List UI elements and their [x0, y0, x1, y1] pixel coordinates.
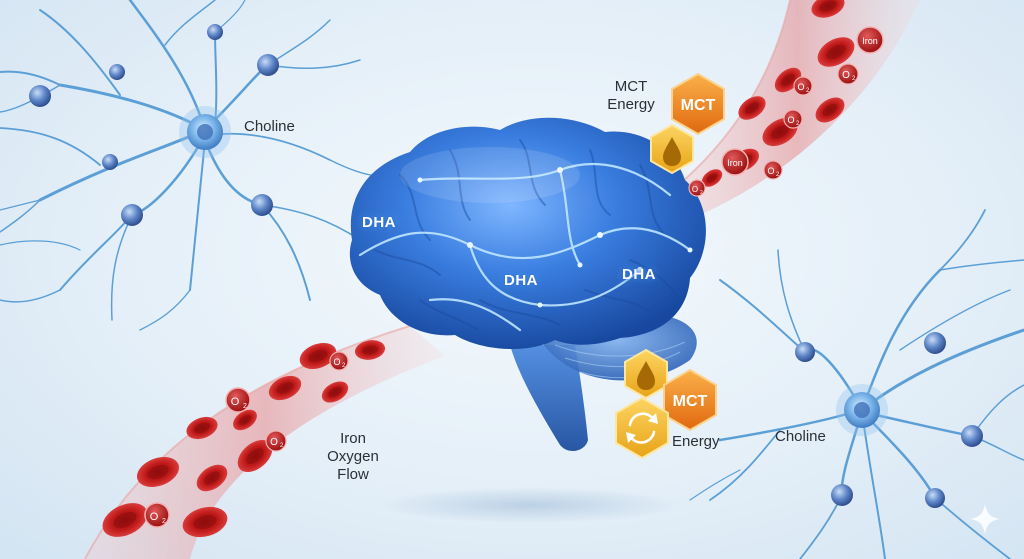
energy-label: Energy — [672, 433, 720, 450]
iron-molecule: Iron — [856, 26, 884, 54]
svg-text:O: O — [842, 70, 850, 81]
iron-flow-label-line1: Iron — [340, 430, 366, 447]
cycle-arrows-icon — [615, 396, 669, 460]
mct-energy-label-line2: Energy — [607, 96, 655, 113]
dha-label-center: DHA — [504, 272, 538, 289]
neuron-soma — [179, 106, 231, 158]
svg-text:2: 2 — [162, 518, 166, 525]
svg-text:2: 2 — [243, 403, 247, 410]
mct-badge-bottom: MCT — [663, 368, 717, 432]
oxygen-molecule: O 2 — [837, 63, 859, 85]
oxygen-molecule: O 2 — [225, 387, 251, 413]
oil-drop-icon — [624, 348, 668, 400]
oxygen-molecule: O 2 — [793, 76, 813, 96]
svg-text:O: O — [692, 185, 698, 194]
svg-text:Iron: Iron — [727, 158, 743, 168]
iron-molecule: Iron — [721, 148, 749, 176]
brain-icon — [349, 117, 706, 452]
dha-label-left: DHA — [362, 214, 396, 231]
oxygen-molecule: O 2 — [329, 351, 349, 371]
mct-energy-label-line1: MCT — [614, 78, 648, 95]
choline-label-right: Choline — [775, 428, 826, 445]
choline-label-left: Choline — [244, 118, 295, 135]
iron-flow-label-line3: Flow — [337, 466, 369, 483]
oxygen-molecule: O 2 — [265, 430, 287, 452]
svg-text:2: 2 — [796, 121, 800, 127]
oxygen-molecule: O 2 — [763, 160, 783, 180]
svg-text:2: 2 — [806, 88, 810, 94]
iron-flow-label-line2: Oxygen — [327, 448, 379, 465]
svg-text:Iron: Iron — [862, 36, 878, 46]
svg-text:MCT: MCT — [681, 97, 716, 114]
choline-molecule-node — [795, 332, 983, 508]
sparkle-icon — [970, 504, 1000, 534]
svg-text:O: O — [231, 396, 240, 408]
svg-text:O: O — [787, 115, 794, 125]
neuron-icon — [0, 0, 379, 331]
oil-drop-icon — [650, 123, 694, 175]
svg-text:O: O — [270, 437, 278, 448]
mct-badge-top: MCT — [671, 72, 725, 136]
dha-label-right: DHA — [622, 266, 656, 283]
choline-molecule-node — [29, 24, 279, 226]
mct-energy-label: MCT Energy — [598, 78, 664, 114]
svg-text:O: O — [797, 82, 804, 92]
oxygen-molecule: O 2 — [688, 179, 706, 197]
svg-text:2: 2 — [776, 172, 780, 178]
svg-text:2: 2 — [342, 363, 346, 369]
svg-text:O: O — [333, 357, 340, 367]
oxygen-molecule: O 2 — [144, 502, 170, 528]
brain-shadow — [380, 487, 680, 523]
svg-text:O: O — [150, 511, 159, 523]
svg-text:2: 2 — [280, 443, 284, 449]
iron-oxygen-flow-label: Iron Oxygen Flow — [318, 430, 388, 484]
svg-text:2: 2 — [852, 76, 856, 82]
neuron-soma — [836, 384, 888, 436]
svg-text:O: O — [767, 166, 774, 176]
oxygen-molecule: O 2 — [783, 109, 803, 129]
svg-text:MCT: MCT — [673, 393, 708, 410]
svg-text:2: 2 — [700, 190, 703, 196]
